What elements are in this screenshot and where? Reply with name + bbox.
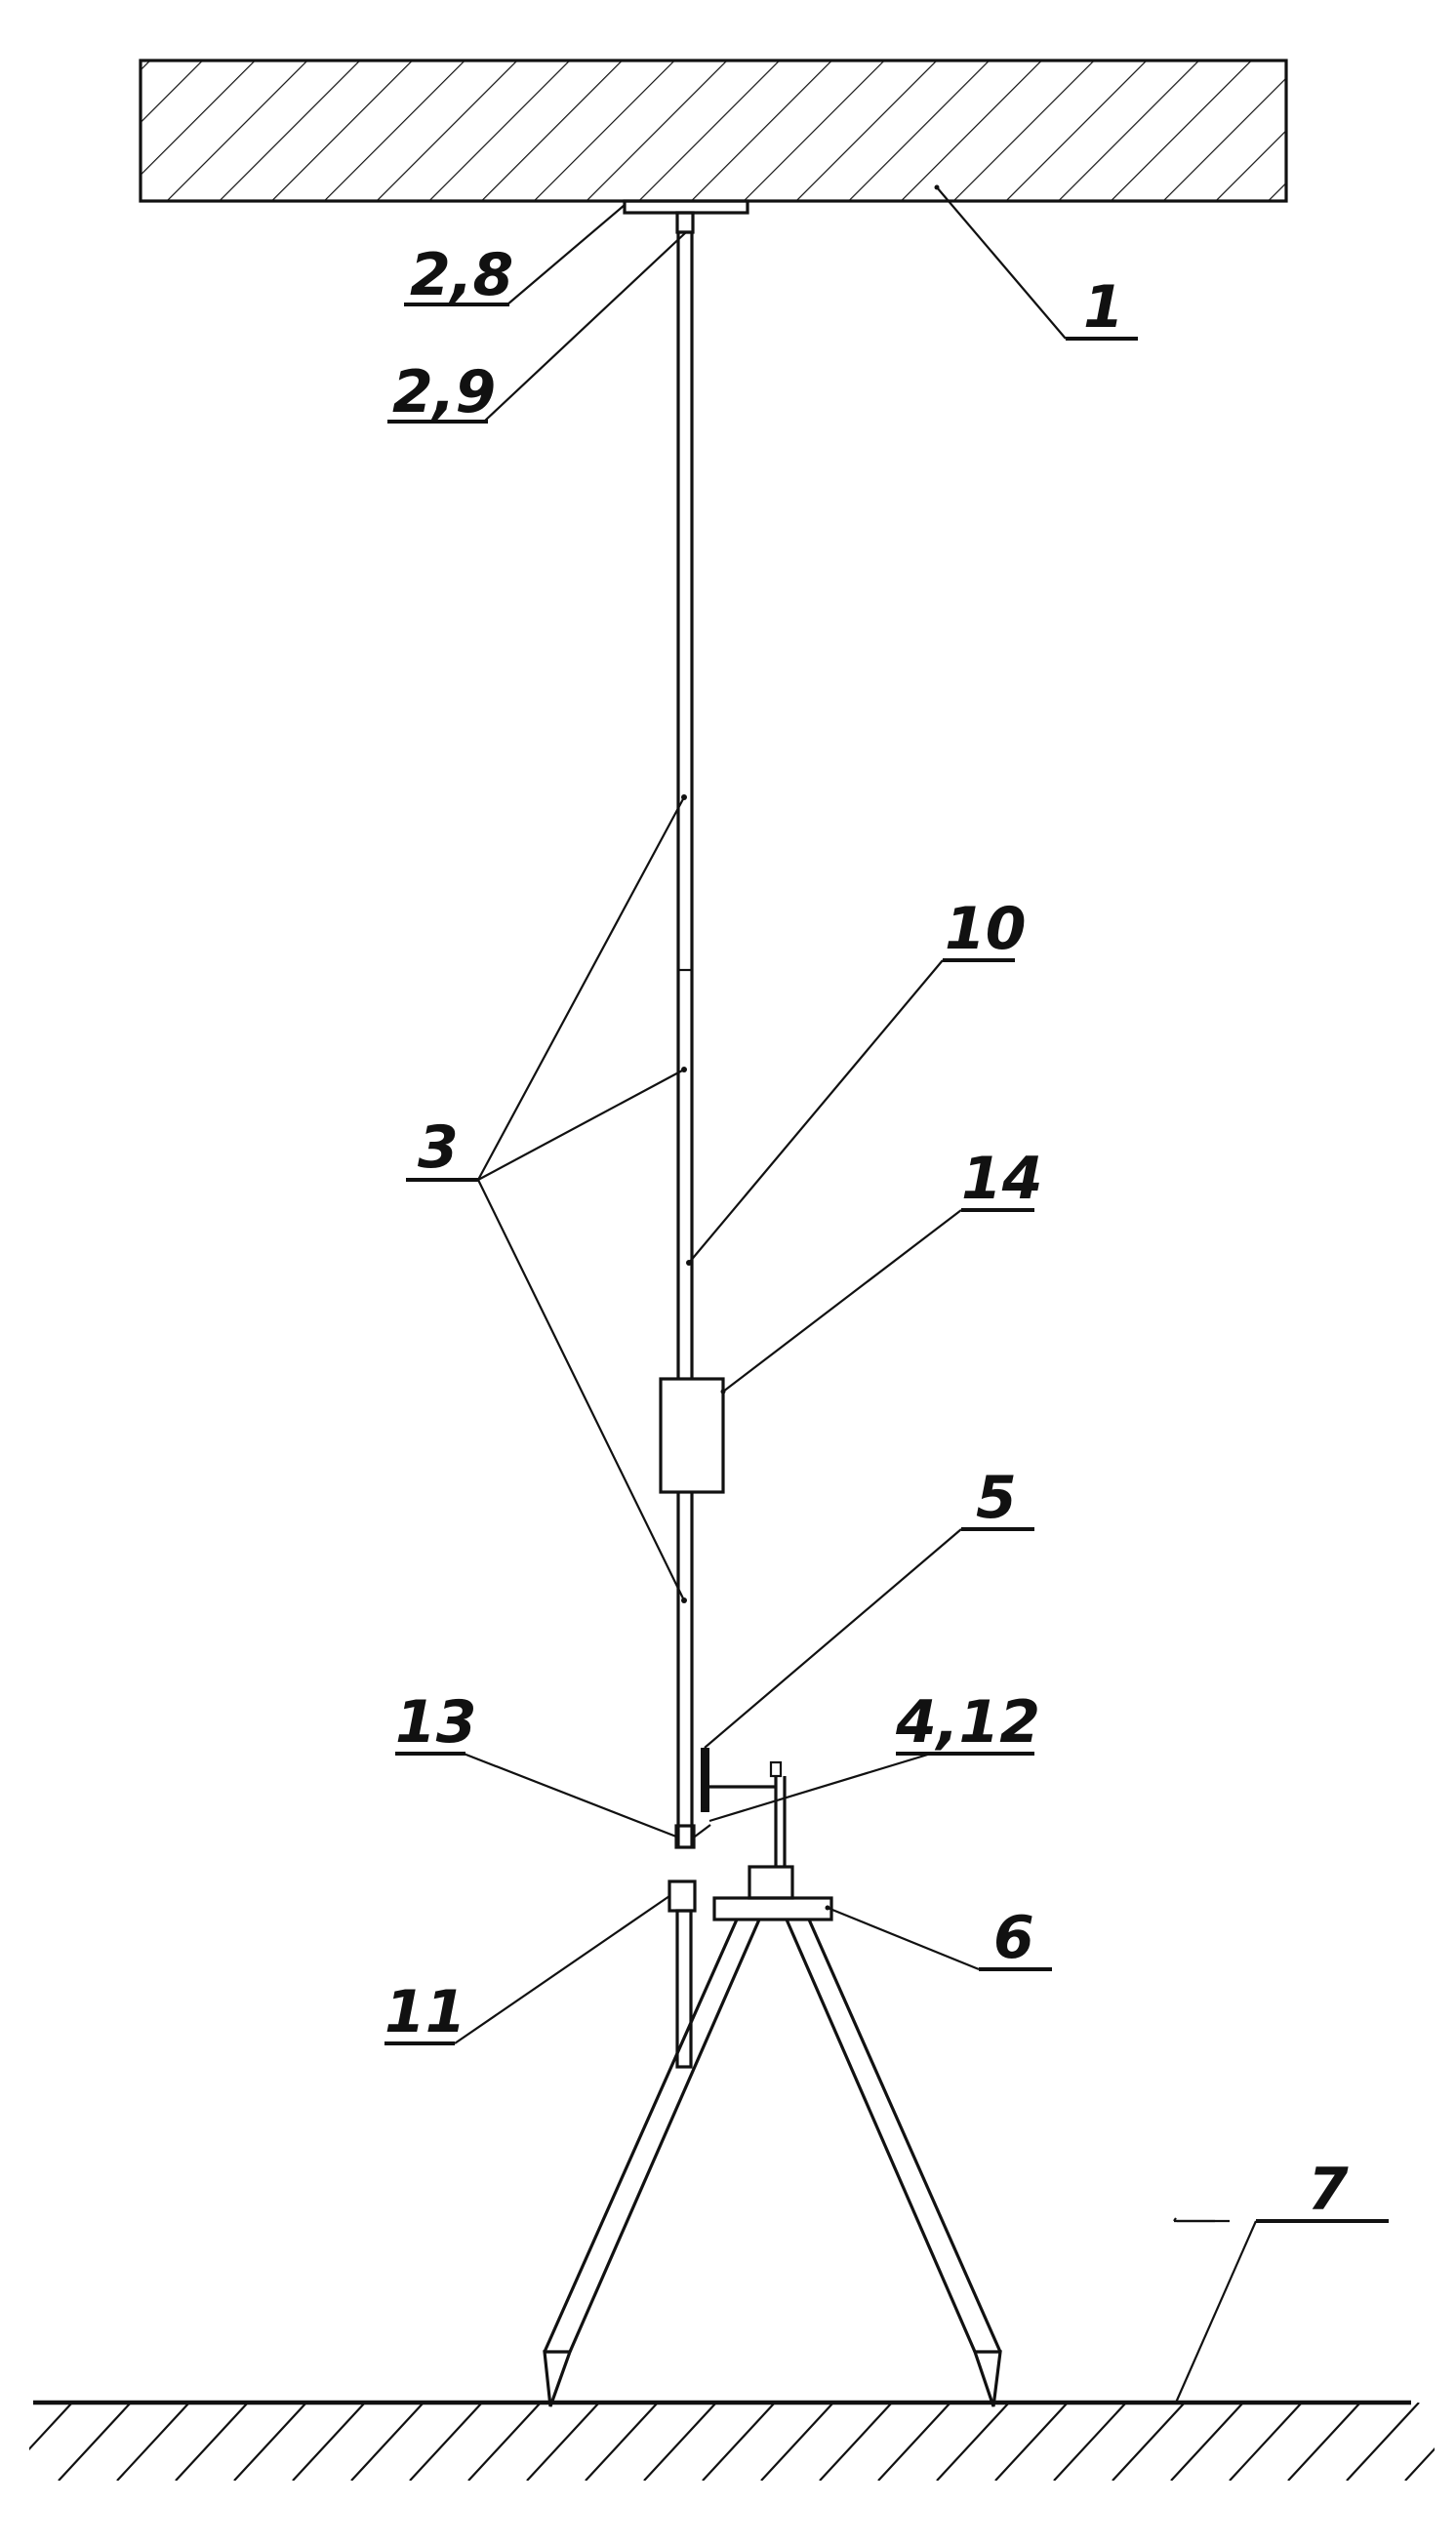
label-3: 3 [418, 1113, 459, 1182]
label-6: 6 [993, 1904, 1034, 1972]
label-2-8: 2,8 [410, 241, 513, 309]
ceiling-slab [139, 59, 1288, 203]
vertical-rod [676, 230, 694, 1846]
label-2-9: 2,9 [392, 358, 496, 426]
label-5: 5 [976, 1464, 1017, 1532]
housing-box [659, 1377, 726, 1494]
ceiling-mount-plate [623, 199, 749, 234]
label-7: 7 [1308, 2156, 1349, 2224]
callout-underlines [384, 303, 1389, 2223]
tripod-legs [543, 1919, 1002, 2407]
ground [29, 2400, 1435, 2481]
tripod-head [712, 1896, 833, 1921]
label-10: 10 [945, 895, 1027, 963]
callout-labels: 2,8 2,9 1 3 10 14 5 13 4,12 11 6 7 [384, 241, 1349, 2224]
indicator-base [748, 1865, 794, 1900]
leader-lines [454, 186, 1258, 2404]
label-13: 13 [395, 1688, 477, 1757]
label-11: 11 [384, 1978, 466, 2046]
lower-clamp [674, 1748, 787, 1867]
label-1: 1 [1083, 273, 1124, 342]
label-14: 14 [961, 1145, 1043, 1213]
label-4-12: 4,12 [895, 1688, 1040, 1757]
